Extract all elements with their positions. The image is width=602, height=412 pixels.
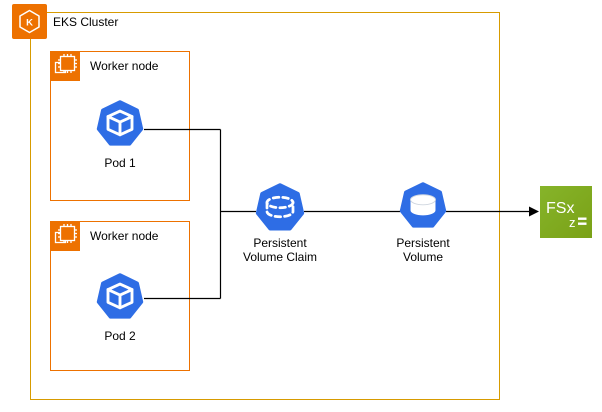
eks-icon-letter: K <box>26 17 33 28</box>
worker-node-label-1: Worker node <box>90 59 159 73</box>
worker-node-chip-icon <box>50 51 80 81</box>
pvc-label: Persistent Volume Claim <box>230 236 330 264</box>
arrowhead-icon <box>529 206 539 217</box>
k8s-pod-icon <box>96 100 144 146</box>
worker-node-chip-icon <box>50 221 80 251</box>
k8s-persistent-volume-icon <box>399 182 447 228</box>
eks-kubernetes-icon: K <box>12 4 47 39</box>
pv-label-line2: Volume <box>402 250 444 264</box>
worker-node-box-2 <box>50 221 190 371</box>
amazon-fsx-openzfs-icon: FSx z <box>540 186 592 238</box>
pv-label: Persistent Volume <box>383 236 463 264</box>
pod2-label: Pod 2 <box>104 329 136 343</box>
eks-cluster-label: EKS Cluster <box>53 15 119 29</box>
worker-node-box-1 <box>50 51 190 201</box>
fsx-icon-label: FSx <box>546 200 574 217</box>
worker-node-label-2: Worker node <box>90 229 159 243</box>
eks-cluster-boundary <box>30 12 500 400</box>
pvc-label-line1: Persistent <box>253 236 307 250</box>
pv-label-line1: Persistent <box>396 236 450 250</box>
k8s-pod-icon <box>96 273 144 319</box>
pod1-label: Pod 1 <box>104 156 136 170</box>
pvc-label-line2: Volume Claim <box>242 250 318 264</box>
k8s-persistent-volume-claim-icon <box>255 183 305 231</box>
fsx-icon-sub-label: z <box>569 215 576 230</box>
